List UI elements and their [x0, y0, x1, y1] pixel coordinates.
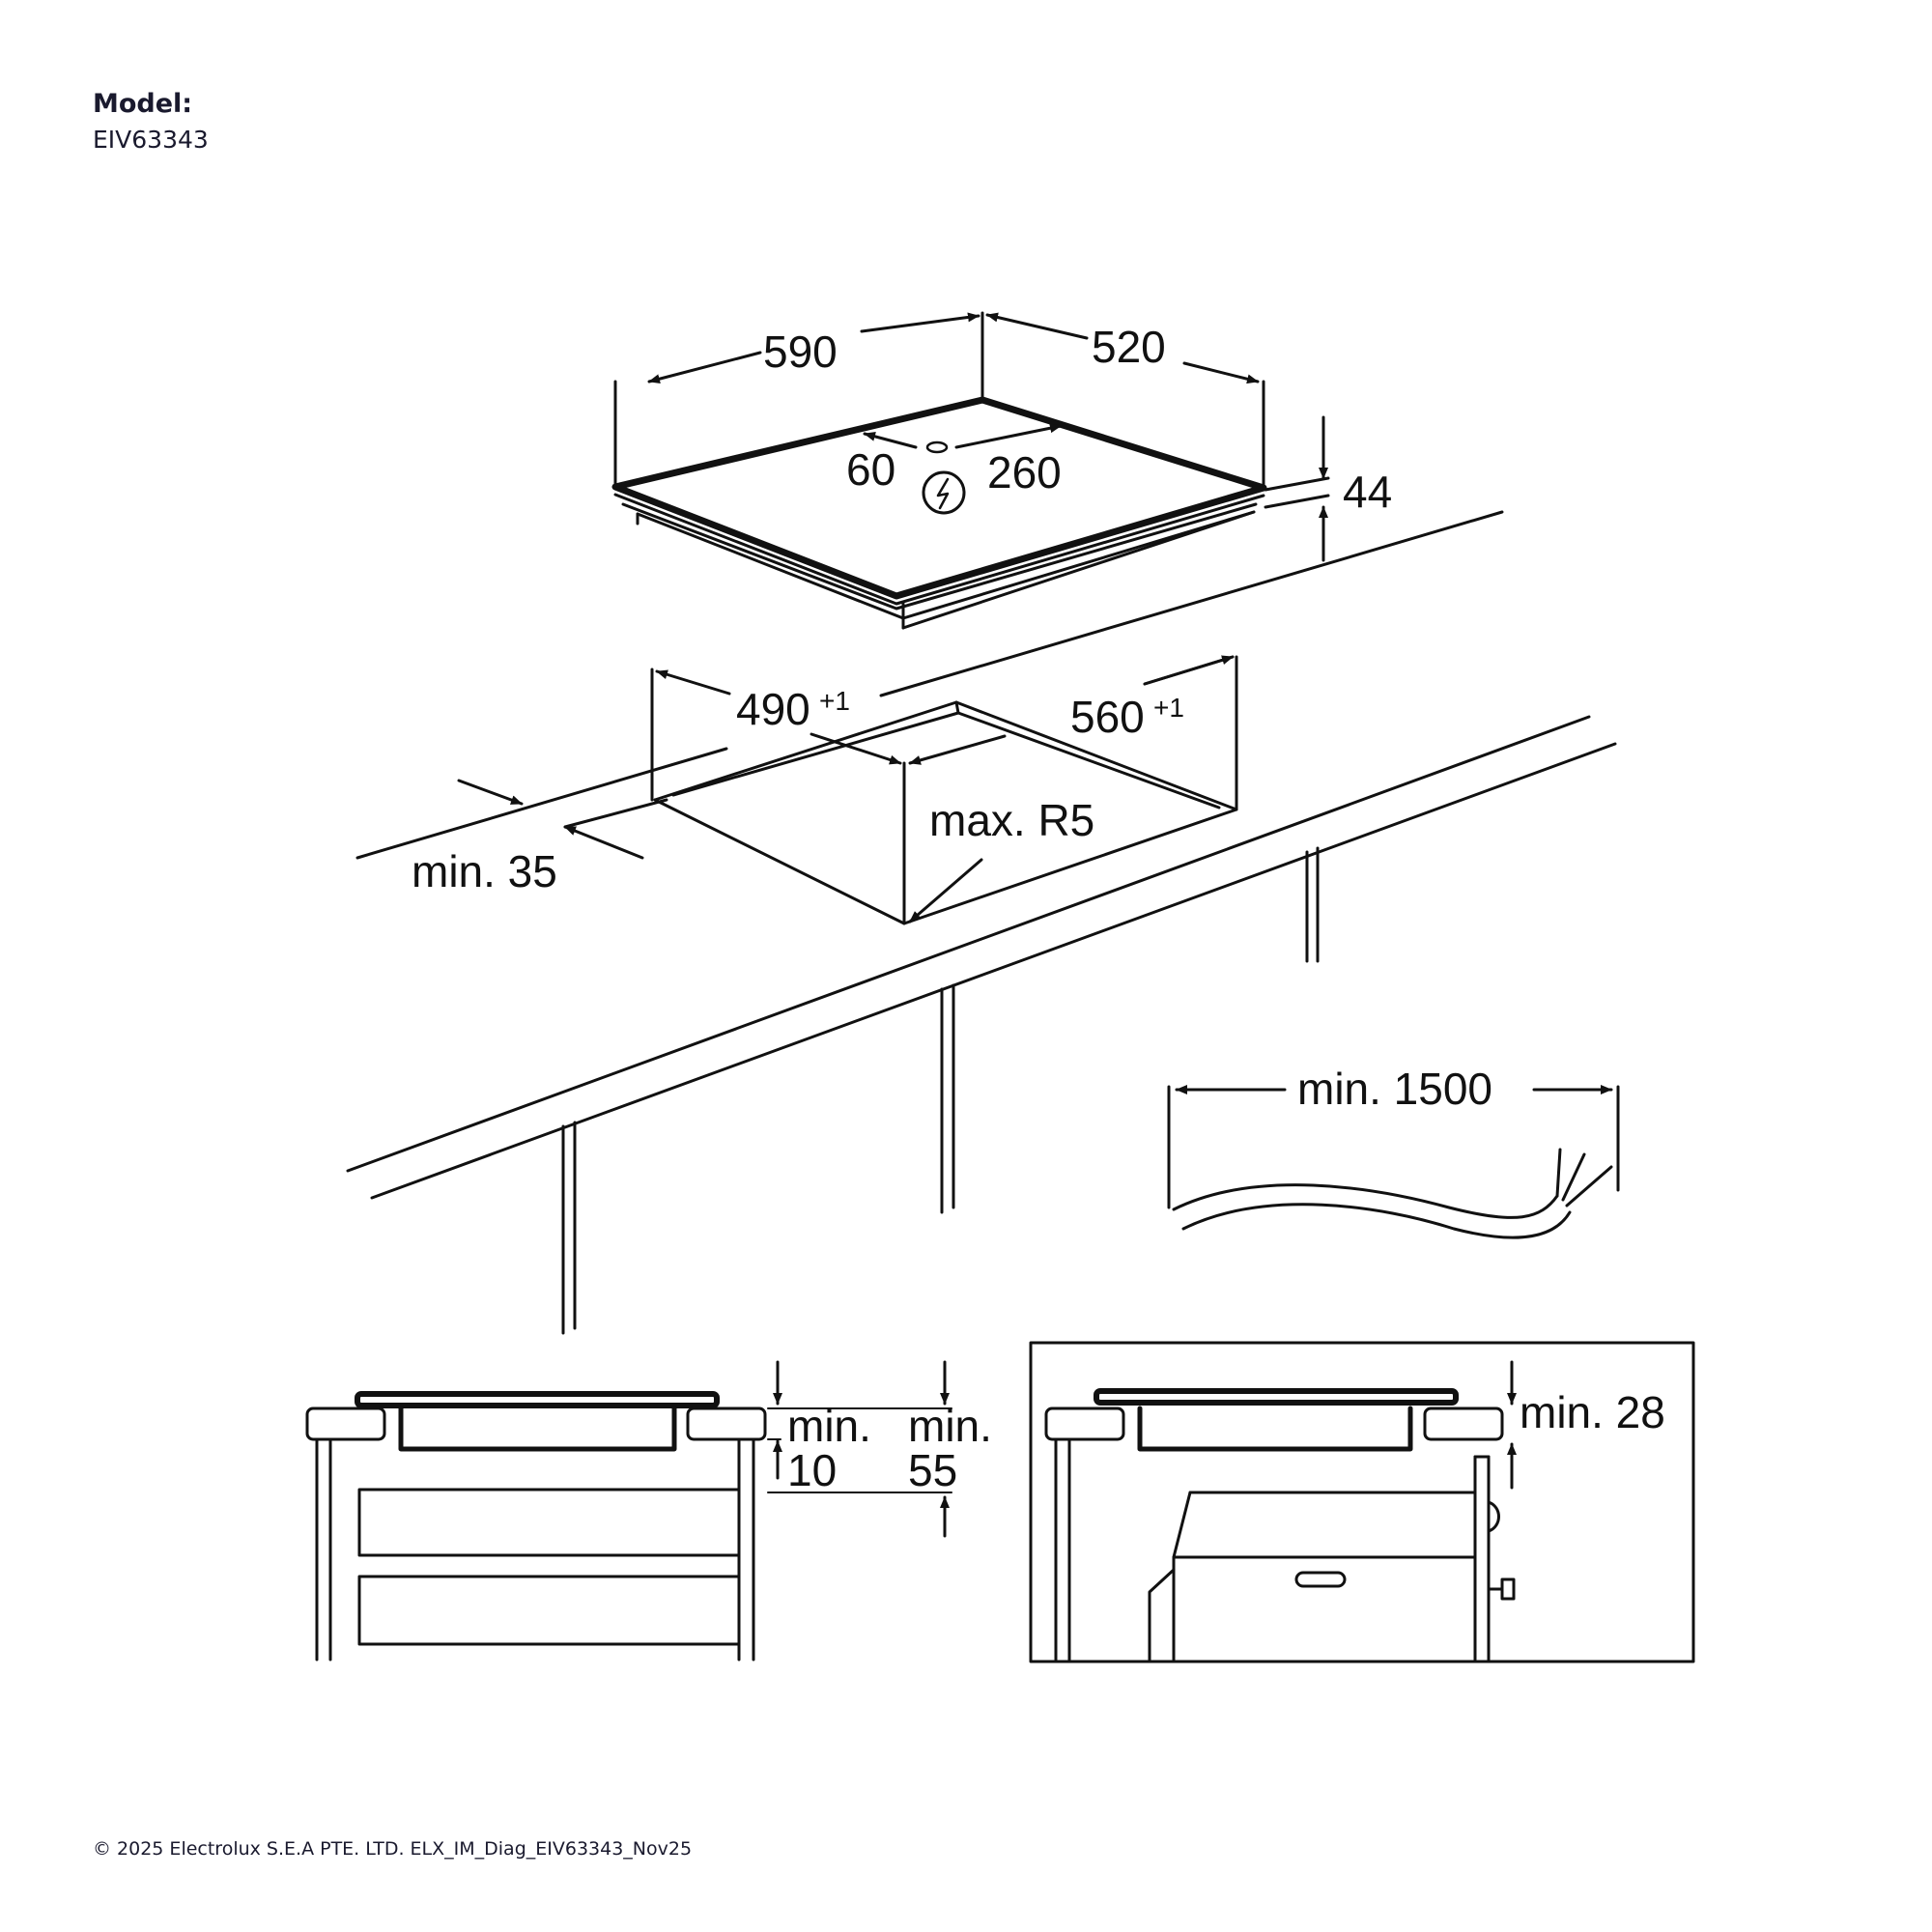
model-label: Model: — [93, 89, 193, 119]
dim-connection-distance: 260 — [987, 447, 1062, 497]
power-connection-icon — [922, 470, 966, 515]
dim-oven-gap: min. 28 — [1520, 1387, 1665, 1437]
side-view-drawers — [305, 1360, 952, 1662]
side-view-oven — [1029, 1341, 1695, 1663]
cable — [1167, 1085, 1620, 1239]
countertop — [346, 510, 1617, 1335]
dim-corner-radius: max. R5 — [929, 795, 1094, 845]
footer-copyright: © 2025 Electrolux S.E.A PTE. LTD. ELX_IM… — [93, 1838, 693, 1860]
dim-cutout-depth-tolerance: +1 — [819, 686, 850, 716]
dim-gap-min-value: 10 — [787, 1445, 837, 1495]
cutout-outline — [650, 655, 1238, 925]
dim-cable-length: min. 1500 — [1297, 1064, 1492, 1114]
model-value: EIV63343 — [93, 126, 209, 154]
dim-clearance-min-label: min. — [908, 1401, 992, 1451]
dim-clearance-min-value: 55 — [908, 1445, 957, 1495]
cutout-dimension-lines — [457, 655, 1235, 923]
dim-front-edge-min: min. 35 — [412, 846, 557, 896]
dim-cutout-width: 560 — [1070, 692, 1145, 742]
dim-cutout-depth: 490 — [736, 684, 810, 734]
hob-dimension-lines — [613, 311, 1330, 562]
dim-depth: 520 — [1092, 322, 1166, 372]
dim-cutout-width-tolerance: +1 — [1153, 693, 1184, 723]
dim-gap-min-label: min. — [787, 1401, 871, 1451]
dim-connection-offset: 60 — [846, 444, 895, 495]
dim-width: 590 — [763, 327, 838, 377]
dim-height: 44 — [1343, 467, 1392, 517]
